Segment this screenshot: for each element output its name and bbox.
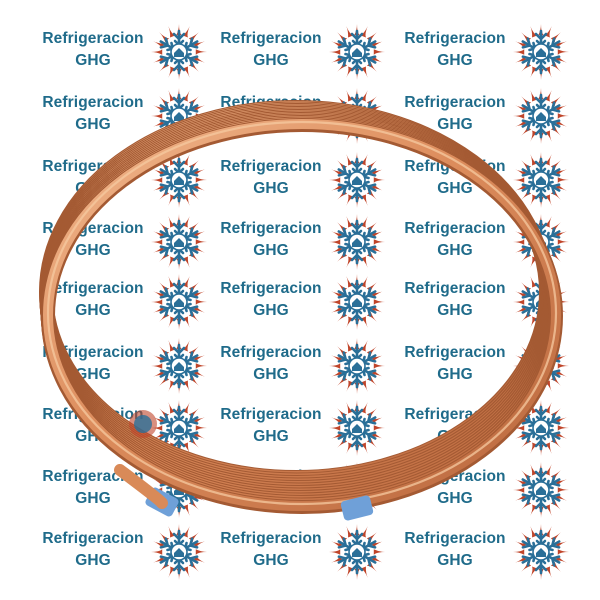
watermark-brand-line2: GHG <box>253 302 289 319</box>
watermark-brand-line2: GHG <box>437 366 473 383</box>
watermark-brand-line2: GHG <box>437 302 473 319</box>
watermark-brand-line2: GHG <box>437 552 473 569</box>
watermark-brand-line2: GHG <box>437 242 473 259</box>
watermark-brand-line2: GHG <box>75 242 111 259</box>
snowflake-sun-house-icon <box>327 22 387 82</box>
snowflake-sun-house-icon <box>327 522 387 582</box>
snowflake-sun-house-icon <box>149 212 209 272</box>
tube-end-cap-right <box>340 495 374 521</box>
snowflake-sun-house-icon <box>149 22 209 82</box>
watermark-brand-line2: GHG <box>75 490 111 507</box>
watermark-brand-line1: Refrigeracion <box>220 530 322 547</box>
snowflake-sun-house-icon <box>511 522 571 582</box>
watermark-brand-line1: Refrigeracion <box>220 344 322 361</box>
snowflake-sun-house-icon <box>327 212 387 272</box>
watermark-brand-line2: GHG <box>437 180 473 197</box>
watermark-brand-line2: GHG <box>437 490 473 507</box>
watermark-brand-line2: GHG <box>437 52 473 69</box>
snowflake-sun-house-icon <box>149 150 209 210</box>
watermark-brand-line1: Refrigeracion <box>42 530 144 547</box>
small-logo-sticker <box>129 410 157 438</box>
watermark-brand-line1: Refrigeracion <box>404 94 506 111</box>
watermark-brand-line1: Refrigeracion <box>42 280 144 297</box>
snowflake-sun-house-icon <box>327 150 387 210</box>
snowflake-sun-house-icon <box>511 460 571 520</box>
watermark-brand-line1: Refrigeracion <box>404 530 506 547</box>
snowflake-sun-house-icon <box>511 86 571 146</box>
snowflake-sun-house-icon <box>327 336 387 396</box>
watermark-brand-line2: GHG <box>253 552 289 569</box>
snowflake-sun-house-icon <box>511 150 571 210</box>
watermark-brand-line1: Refrigeracion <box>220 220 322 237</box>
coil-rings <box>39 100 563 514</box>
watermark-brand-line2: GHG <box>437 116 473 133</box>
watermark-brand-line2: GHG <box>253 52 289 69</box>
watermark-brand-line2: GHG <box>75 116 111 133</box>
watermark-brand-line2: GHG <box>75 366 111 383</box>
watermark-brand-line2: GHG <box>253 428 289 445</box>
watermark-brand-line2: GHG <box>75 52 111 69</box>
watermark-brand-line2: GHG <box>75 302 111 319</box>
watermark-brand-line1: Refrigeracion <box>42 94 144 111</box>
watermark-brand-line2: GHG <box>253 242 289 259</box>
watermark-brand-line2: GHG <box>253 180 289 197</box>
snowflake-sun-house-icon <box>327 272 387 332</box>
snowflake-sun-house-icon <box>511 22 571 82</box>
snowflake-sun-house-icon <box>327 398 387 458</box>
snowflake-sun-house-icon <box>149 522 209 582</box>
watermark-brand-line1: Refrigeracion <box>404 30 506 47</box>
watermark-brand-line1: Refrigeracion <box>220 280 322 297</box>
watermark-brand-line1: Refrigeracion <box>42 30 144 47</box>
watermark-brand-line1: Refrigeracion <box>220 30 322 47</box>
coil-ring-highlight <box>46 120 558 506</box>
watermark-brand-line1: Refrigeracion <box>404 220 506 237</box>
watermark-brand-line1: Refrigeracion <box>220 406 322 423</box>
watermark-brand-line2: GHG <box>75 552 111 569</box>
tube-loose-end <box>114 464 168 509</box>
snowflake-sun-house-icon <box>149 272 209 332</box>
watermark-brand-line1: Refrigeracion <box>404 280 506 297</box>
watermark-brand-line2: GHG <box>253 366 289 383</box>
watermark-brand-line1: Refrigeracion <box>220 158 322 175</box>
tube-end-caps <box>114 464 374 521</box>
snowflake-sun-house-icon <box>149 336 209 396</box>
watermark-brand-line1: Refrigeracion <box>404 344 506 361</box>
